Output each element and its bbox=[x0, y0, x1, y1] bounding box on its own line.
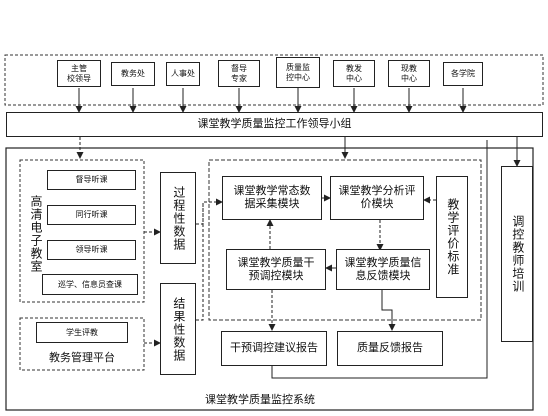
module-analyze: 课堂教学分析评价模块 bbox=[330, 176, 424, 220]
leadership-group: 课堂教学质量监控工作领导小组 bbox=[6, 112, 543, 137]
report-intervene: 干预调控建议报告 bbox=[221, 331, 327, 366]
unit-quality-center: 质量监 控中心 bbox=[276, 57, 320, 88]
system-label: 课堂教学质量监控系统 bbox=[205, 393, 315, 406]
classroom-item-supervisor: 督导听课 bbox=[47, 170, 136, 190]
feedback-to-report bbox=[381, 290, 396, 331]
unit-edu-tech-center: 现教 中心 bbox=[388, 60, 430, 87]
process-to-collect bbox=[196, 198, 223, 225]
unit-colleges: 各学院 bbox=[443, 62, 483, 86]
classroom-item-peer: 同行听课 bbox=[47, 205, 136, 225]
unit-leadership: 主管 校领导 bbox=[57, 60, 101, 87]
system-frame bbox=[5, 147, 534, 411]
classroom-item-patrol: 巡学、信息员查课 bbox=[42, 274, 138, 295]
classroom-item-leader: 领导听课 bbox=[47, 240, 136, 260]
top-connectors bbox=[75, 88, 467, 113]
modules-frame bbox=[208, 159, 482, 321]
module-collect: 课堂教学常态数据采集模块 bbox=[222, 176, 322, 220]
edu-platform-title: 教务管理平台 bbox=[49, 351, 115, 364]
student-evaluation: 学生评教 bbox=[36, 322, 128, 343]
teacher-training: 调控教师培训 bbox=[501, 166, 533, 342]
report-feedback: 质量反馈报告 bbox=[337, 331, 443, 366]
unit-academic-affairs: 教务处 bbox=[111, 62, 155, 86]
process-data-box: 过程性数据 bbox=[160, 172, 196, 264]
unit-supervisors: 督导 专家 bbox=[218, 60, 260, 87]
unit-hr: 人事处 bbox=[166, 62, 200, 86]
result-to-collect bbox=[196, 202, 204, 321]
module-feedback: 课堂教学质量信息反馈模块 bbox=[336, 249, 430, 290]
evaluation-standard: 教学评价标准 bbox=[436, 176, 468, 298]
classroom-title: 高清电子教室 bbox=[29, 195, 43, 273]
top-units-frame bbox=[4, 54, 544, 106]
result-data-box: 结果性数据 bbox=[160, 283, 196, 375]
unit-dev-center: 教发 中心 bbox=[333, 60, 375, 87]
platform-frame bbox=[19, 317, 145, 371]
classroom-frame bbox=[19, 159, 145, 303]
report-loop bbox=[271, 140, 488, 379]
module-intervene: 课堂教学质量干预调控模块 bbox=[226, 249, 326, 290]
